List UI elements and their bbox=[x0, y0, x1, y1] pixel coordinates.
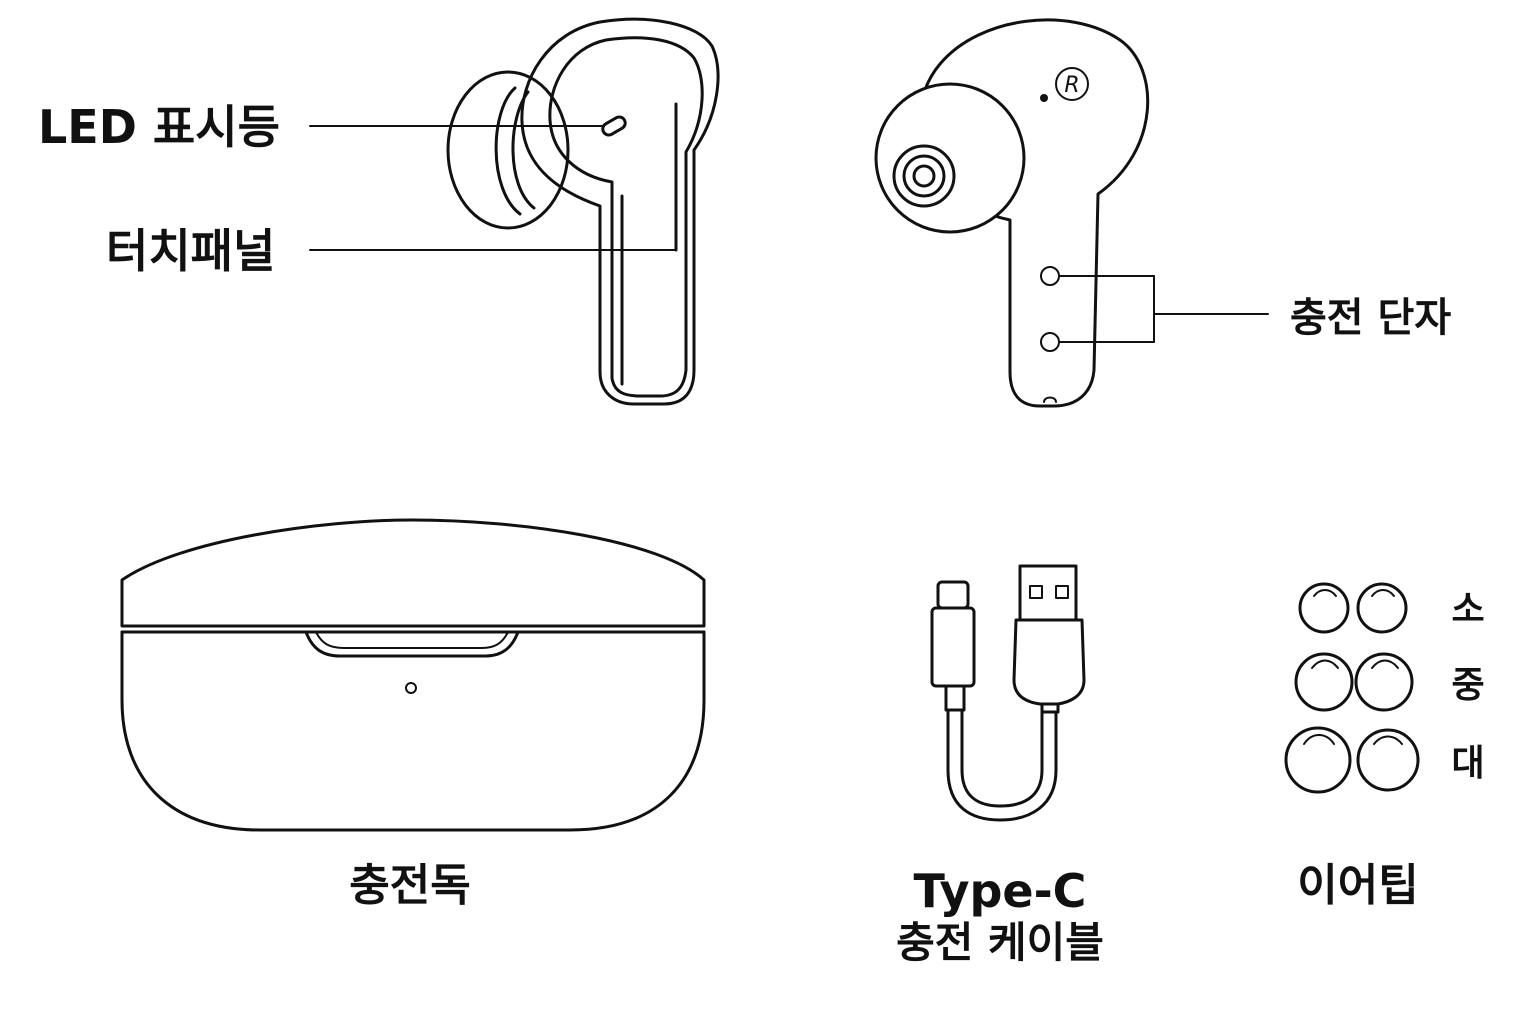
eartips-medium bbox=[1294, 652, 1414, 712]
side-mark-text: R bbox=[1064, 73, 1079, 98]
eartip-nozzle-inner bbox=[902, 154, 946, 198]
earbud-back bbox=[874, 18, 1150, 408]
type-c-cable bbox=[930, 564, 1086, 822]
earbud-face bbox=[548, 36, 704, 398]
eartip-size-medium: 중 bbox=[1451, 665, 1485, 706]
type-c-tip bbox=[936, 580, 970, 610]
stem-mic bbox=[1043, 396, 1057, 403]
cable-label: Type-C 충전 케이블 bbox=[860, 864, 1140, 968]
terminal-bracket bbox=[1058, 275, 1269, 343]
charging-case-label: 충전독 bbox=[349, 860, 471, 911]
earbud-front bbox=[446, 17, 720, 406]
eartip-shape bbox=[446, 70, 570, 230]
type-c-neck bbox=[944, 684, 966, 712]
eartip-nozzle-hole bbox=[912, 164, 936, 188]
earbud-shell bbox=[520, 17, 720, 406]
charging-contact-bottom bbox=[1040, 332, 1060, 352]
eartips-large bbox=[1284, 726, 1420, 794]
case-latch bbox=[304, 630, 520, 658]
cable-wire bbox=[946, 708, 1058, 822]
eartips-label: 이어팁 bbox=[1297, 860, 1419, 911]
cable-label-line2: 충전 케이블 bbox=[896, 918, 1104, 968]
usb-a-slot-right bbox=[1055, 585, 1069, 599]
charging-contact-top bbox=[1040, 266, 1060, 286]
eartip-inner-rim bbox=[494, 86, 522, 216]
eartip-size-small: 소 bbox=[1451, 589, 1485, 630]
cable-wire-inner bbox=[960, 708, 1044, 808]
case-body bbox=[120, 630, 706, 832]
case-led bbox=[405, 682, 417, 694]
side-mark-circle bbox=[1055, 67, 1089, 101]
eartip-size-large: 대 bbox=[1451, 743, 1485, 784]
case-latch-inner bbox=[315, 631, 509, 649]
touch-panel-label: 터치패널 bbox=[106, 224, 276, 278]
sensor-dot bbox=[1040, 94, 1048, 102]
usb-a-slot-left bbox=[1029, 585, 1043, 599]
charging-case bbox=[120, 518, 706, 832]
charging-terminal-label: 충전 단자 bbox=[1290, 295, 1452, 341]
type-c-body bbox=[930, 606, 976, 688]
eartip-front-circle bbox=[874, 82, 1026, 234]
usb-a-neck bbox=[1040, 702, 1060, 714]
eartip-nozzle-outer bbox=[892, 144, 956, 208]
eartips-small bbox=[1298, 582, 1408, 634]
cable-label-line1: Type-C bbox=[913, 864, 1087, 918]
led-indicator-label: LED 표시등 bbox=[38, 100, 280, 154]
usb-a-body bbox=[1012, 618, 1086, 706]
led-indicator bbox=[601, 115, 627, 137]
case-lid bbox=[120, 518, 706, 628]
eartips-set bbox=[1284, 582, 1420, 794]
